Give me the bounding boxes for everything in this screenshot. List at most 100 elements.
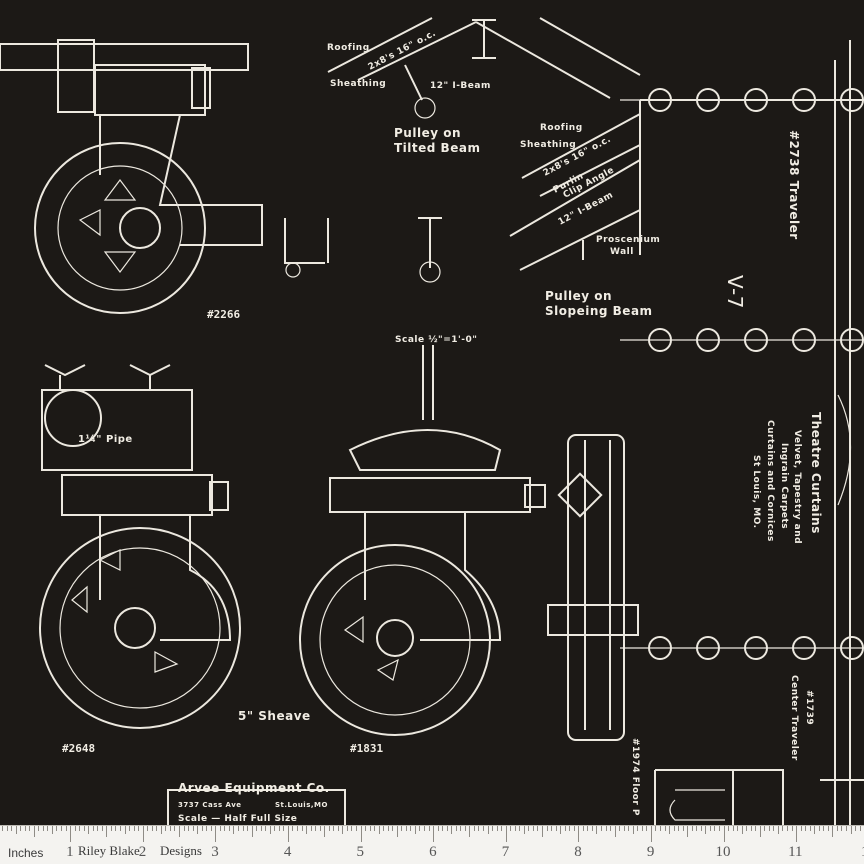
ruler-tick — [51, 826, 53, 834]
ruler-tick — [342, 826, 344, 834]
ruler-number: 4 — [283, 844, 292, 860]
ruler-tick — [669, 826, 671, 834]
ruler-tick — [632, 826, 634, 834]
ruler-tick — [787, 826, 789, 831]
ruler-tick — [478, 826, 480, 831]
title-block-name: Arvee Equipment Co. — [178, 781, 330, 795]
ruler-tick — [15, 826, 17, 834]
ruler-tick — [215, 826, 217, 842]
company-line-4: St Louis, MO. — [751, 455, 761, 529]
ruler-tick — [532, 826, 534, 831]
ruler-tick — [433, 826, 435, 842]
sloping-roof-drawing — [509, 100, 641, 271]
ruler-tick — [42, 826, 44, 831]
ruler-tick — [414, 826, 416, 834]
ruler-tick — [346, 826, 348, 831]
ruler-tick — [369, 826, 371, 831]
ruler-tick — [61, 826, 63, 831]
ruler-unit-label: Inches — [8, 846, 44, 860]
ruler-number: 10 — [715, 844, 731, 860]
ruler-tick — [29, 826, 31, 831]
ruler-tick — [492, 826, 494, 831]
ruler-tick — [65, 826, 67, 831]
ruler-tick — [24, 826, 26, 831]
ruler-tick — [469, 826, 471, 837]
ruler-tick — [192, 826, 194, 831]
ruler-tick — [650, 826, 652, 842]
label-pipe: 1¼" Pipe — [78, 433, 133, 445]
ruler-tick — [542, 826, 543, 837]
label-proscenium-1: Proscenium — [596, 235, 660, 245]
label-part-2648: #2648 — [62, 742, 95, 755]
ruler-tick — [859, 826, 861, 831]
ruler-tick — [718, 826, 720, 831]
ruler-tick — [623, 826, 625, 831]
ruler-tick — [138, 826, 140, 831]
ruler-tick — [333, 826, 335, 831]
ruler-tick — [523, 826, 525, 834]
tilted-roof-drawing — [327, 17, 641, 119]
label-center-traveler-2: Center Traveler — [789, 675, 799, 761]
label-pulley-sloping-2: Slopeing Beam — [545, 304, 653, 318]
ruler-tick — [528, 826, 530, 831]
ruler-tick — [782, 826, 784, 831]
ruler-tick — [855, 826, 857, 831]
ruler-tick — [206, 826, 208, 831]
ruler-tick — [242, 826, 244, 831]
ruler-tick — [637, 826, 639, 831]
ruler-tick — [197, 826, 199, 834]
ruler-number: 12 — [861, 844, 864, 861]
ruler-tick — [378, 826, 380, 834]
ruler-tick — [301, 826, 303, 831]
label-sheave: 5" Sheave — [238, 709, 311, 723]
caster-2648-drawing — [39, 364, 241, 729]
ruler-tick — [233, 826, 235, 834]
ruler-tick — [106, 826, 108, 837]
ruler-tick — [283, 826, 285, 831]
ruler-brand-2: Designs — [160, 843, 202, 858]
company-line-1: Velvet, Tapestry and — [792, 430, 802, 544]
ruler-tick — [179, 826, 180, 837]
ruler-tick — [83, 826, 85, 831]
title-block — [167, 789, 346, 825]
ruler-tick — [846, 826, 847, 831]
ruler-tick — [310, 826, 312, 831]
title-block-city: St.Louis,MO — [275, 801, 328, 809]
ruler-tick — [746, 826, 748, 831]
ruler-tick — [460, 826, 462, 831]
ruler-tick — [800, 826, 802, 831]
ruler-tick — [446, 826, 448, 831]
company-name: Theatre Curtains — [809, 412, 823, 534]
ruler-tick — [392, 826, 394, 831]
ruler-tick — [714, 826, 716, 831]
ruler-tick — [169, 826, 171, 831]
ruler-tick — [723, 826, 725, 842]
label-pulley-sloping-1: Pulley on — [545, 289, 612, 303]
ruler-tick — [56, 826, 58, 831]
ruler-tick — [251, 826, 253, 837]
ruler-tick — [682, 826, 684, 831]
ruler-number: 9 — [646, 844, 655, 860]
ruler-tick — [614, 826, 616, 837]
ruler-tick — [737, 826, 739, 831]
ruler-tick — [555, 826, 557, 831]
blueprint-drawing: #2266 Roofing Sheathing 2x8's 16" o.c. 1… — [0, 17, 864, 825]
traveler-bracket — [837, 394, 851, 506]
ruler-tick — [365, 826, 367, 831]
ruler-tick — [814, 826, 816, 834]
ruler-tick — [728, 826, 730, 831]
ruler-tick — [514, 826, 516, 831]
ruler-tick — [319, 826, 321, 831]
ruler-tick — [659, 826, 661, 831]
ruler-tick — [224, 826, 226, 831]
ruler-tick — [387, 826, 389, 831]
ruler-tick — [219, 826, 221, 831]
ruler-tick — [183, 826, 185, 831]
ruler-tick — [678, 826, 680, 831]
ruler-tick — [841, 826, 843, 831]
block-pulley-drawing — [547, 434, 639, 741]
ruler-tick — [11, 826, 13, 831]
ruler-tick — [410, 826, 412, 831]
ruler-tick — [256, 826, 258, 831]
ruler-tick — [777, 826, 779, 834]
